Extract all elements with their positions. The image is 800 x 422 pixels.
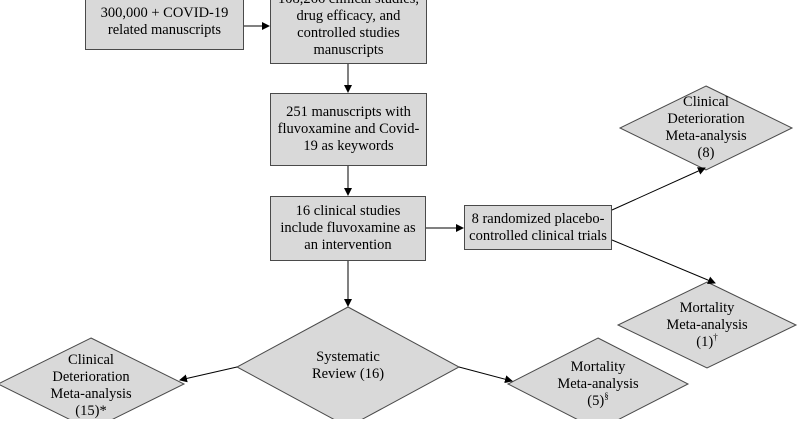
footnote-mark: * bbox=[99, 403, 107, 419]
box-rct-trials: 8 randomized placebo- controlled clinica… bbox=[464, 205, 612, 250]
label-mortality-bottom: Mortality Meta-analysis (5)§ bbox=[528, 356, 668, 412]
count-text: (5) bbox=[587, 392, 605, 409]
diamond-mortality-right bbox=[616, 281, 798, 369]
label-mortality-right-line: Mortality bbox=[679, 299, 735, 316]
box-fluvoxamine-keywords: 251 manuscripts with fluvoxamine and Cov… bbox=[270, 93, 427, 166]
label-systematic-review: Systematic Review (16) bbox=[278, 348, 418, 384]
box-rct-trials-line: 8 randomized placebo- bbox=[471, 210, 605, 227]
label-deterioration-left-line: Deterioration bbox=[52, 369, 130, 385]
box-intervention-studies-line: 16 clinical studies bbox=[295, 203, 401, 219]
box-covid-manuscripts: 300,000 + COVID-19 related manuscripts bbox=[85, 0, 244, 50]
box-clinical-studies-line: drug efficacy, and bbox=[296, 8, 401, 24]
label-mortality-right-line: Meta-analysis bbox=[666, 316, 748, 333]
label-mortality-right: Mortality Meta-analysis (1)† bbox=[637, 298, 777, 352]
label-deterioration-left-count: (15)* bbox=[75, 403, 106, 420]
box-fluvoxamine-keywords-line: 251 manuscripts with bbox=[286, 104, 411, 120]
diamond-deterioration-right bbox=[618, 85, 794, 171]
label-mortality-bottom-line: Meta-analysis bbox=[557, 375, 639, 392]
label-systematic-review-line: Review (16) bbox=[311, 366, 385, 382]
box-covid-manuscripts-line: 300,000 + COVID-19 bbox=[100, 5, 229, 21]
box-fluvoxamine-keywords-line: fluvoxamine and Covid- bbox=[277, 121, 420, 137]
box-clinical-studies-line: manuscripts bbox=[313, 42, 384, 58]
diamond-mortality-bottom bbox=[506, 337, 690, 419]
count-text: (15) bbox=[75, 403, 100, 419]
count-text: (1) bbox=[696, 333, 714, 350]
edge-review-to-mortality-bottom bbox=[458, 366, 513, 384]
box-covid-manuscripts-line: related manuscripts bbox=[107, 22, 222, 38]
label-deterioration-left-line: Clinical bbox=[68, 352, 114, 368]
box-intervention-studies: 16 clinical studies include fluvoxamine … bbox=[270, 196, 426, 261]
box-rct-trials-line: controlled clinical trials bbox=[469, 227, 607, 244]
diamond-deterioration-left bbox=[0, 337, 186, 419]
label-systematic-review-line: Systematic bbox=[316, 349, 380, 365]
label-deterioration-left-line: Meta-analysis bbox=[50, 386, 132, 402]
edge-rct-to-deterioration-right bbox=[611, 167, 706, 211]
box-intervention-studies-line: an intervention bbox=[304, 237, 392, 253]
box-clinical-studies: 108,266 clinical studies, drug efficacy,… bbox=[270, 0, 427, 64]
label-mortality-bottom-count: (5)§ bbox=[587, 390, 609, 410]
box-clinical-studies-line: controlled studies bbox=[297, 25, 400, 41]
label-deterioration-right-line: Deterioration bbox=[667, 111, 745, 127]
label-deterioration-left: Clinical Deterioration Meta-analysis (15… bbox=[21, 350, 161, 422]
footnote-mark: † bbox=[713, 331, 718, 342]
label-deterioration-right-line: Clinical bbox=[683, 94, 729, 110]
edge-rct-to-mortality-right bbox=[611, 239, 716, 284]
box-clinical-studies-line: 108,266 clinical studies, bbox=[278, 0, 419, 8]
diamond-systematic-review bbox=[235, 306, 461, 419]
label-deterioration-right-line: (8) bbox=[697, 145, 715, 161]
box-fluvoxamine-keywords-line: 19 as keywords bbox=[303, 138, 394, 154]
label-mortality-right-count: (1)† bbox=[696, 331, 718, 351]
label-mortality-bottom-line: Mortality bbox=[570, 358, 626, 375]
edge-review-to-deterioration-left bbox=[179, 366, 238, 383]
box-intervention-studies-line: include fluvoxamine as bbox=[280, 220, 416, 236]
label-deterioration-right: Clinical Deterioration Meta-analysis (8) bbox=[636, 92, 776, 164]
label-deterioration-right-line: Meta-analysis bbox=[665, 128, 747, 144]
footnote-mark: § bbox=[604, 390, 609, 401]
